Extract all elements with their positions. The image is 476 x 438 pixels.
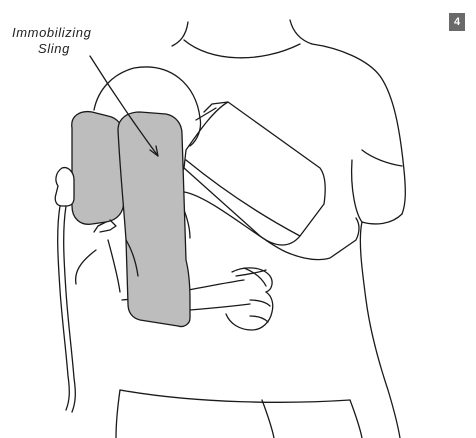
cold-therapy-tube [55, 168, 75, 412]
callout-label-line-2: Sling [38, 41, 70, 56]
page-number-badge: 4 [449, 13, 465, 31]
cold-pad-front [118, 112, 190, 327]
cold-pad-back [72, 112, 124, 232]
callout-label-line-1: Immobilizing [12, 25, 91, 40]
figure-neck [172, 20, 312, 58]
